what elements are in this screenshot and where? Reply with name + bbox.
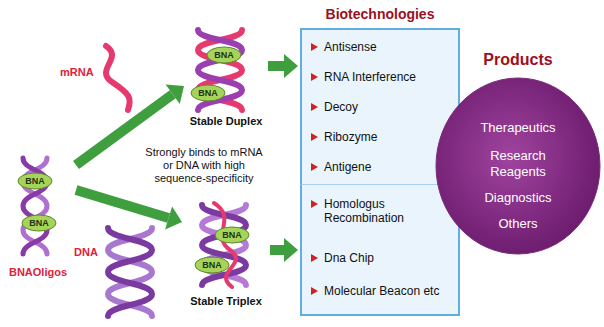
- mrna-strand: [106, 46, 130, 110]
- bna-oval-shape: [195, 257, 229, 273]
- bullet-triangle: [311, 133, 318, 141]
- bullet-triangle: [311, 287, 318, 295]
- block-arrow: [268, 54, 298, 78]
- bna-label: BNA: [17, 172, 53, 190]
- arrow-shaft: [270, 245, 284, 255]
- bna-oval-shape: [18, 173, 52, 189]
- arrow-shaft: [268, 61, 284, 71]
- oligo-strand: [23, 158, 47, 254]
- dna-strand: [108, 228, 152, 316]
- bna-label: BNA: [194, 256, 230, 274]
- triplex-third-strand: [214, 203, 236, 287]
- bna-oval: BNA: [190, 84, 226, 102]
- item-text: Others: [458, 216, 578, 232]
- list-item: Dna Chip: [324, 251, 454, 265]
- list-item: Decoy: [324, 100, 454, 114]
- list-item: Molecular Beacon etc: [324, 284, 454, 298]
- heading: Products: [434, 50, 602, 69]
- bullet-triangle: [311, 103, 318, 111]
- list-item: Antisense: [324, 40, 454, 54]
- products-ellipse-fill: [436, 78, 600, 254]
- bna-oval-shape: [207, 47, 241, 63]
- list-item: Ribozyme: [324, 130, 454, 144]
- biotech-panel: BiotechnologiesAntisenseRNA Interference…: [300, 4, 460, 316]
- arrow-head: [284, 54, 298, 78]
- triplex-figure: Stable Triplex BNA BNA: [184, 200, 268, 310]
- bullet-triangle: [311, 200, 318, 208]
- arrow-head: [166, 85, 184, 104]
- bna-label: BNA: [214, 226, 250, 244]
- heading: Stable Triplex: [184, 295, 268, 308]
- strand-label: mRNA: [60, 66, 104, 79]
- bna-oval: BNA: [214, 226, 250, 244]
- products-ellipse: ProductsTherapeuticsResearch ReagentsDia…: [434, 50, 602, 256]
- bna-oval: BNA: [21, 214, 57, 232]
- list-item: RNA Interference: [324, 70, 454, 84]
- bullet-triangle: [311, 254, 318, 262]
- bna-oval: BNA: [206, 46, 242, 64]
- biotech-upper-band: AntisenseRNA InterferenceDecoyRibozymeAn…: [300, 28, 460, 184]
- heading: Biotechnologies: [300, 6, 460, 23]
- arrow-head: [284, 238, 298, 262]
- heading: Stable Duplex: [186, 115, 266, 128]
- bna-label: BNA: [206, 46, 242, 64]
- bna-oval: BNA: [17, 172, 53, 190]
- bullet-triangle: [311, 43, 318, 51]
- list-item: Antigene: [324, 160, 454, 174]
- heading: BNAOligos: [4, 266, 72, 279]
- oligo-figure: BNAOligos BNA BNA: [4, 150, 72, 282]
- arrow-shaft: [75, 185, 170, 223]
- bna-oval: BNA: [194, 256, 230, 274]
- bna-oval-shape: [191, 85, 225, 101]
- arrow-head: [165, 207, 182, 230]
- strand-label: DNA: [74, 246, 104, 259]
- block-arrow: [270, 238, 298, 262]
- bna-oval-shape: [22, 215, 56, 231]
- item-text: Research Reagents: [478, 148, 558, 179]
- bna-oval-shape: [215, 227, 249, 243]
- list-item: Homologus Recombination: [324, 197, 454, 226]
- bna-label: BNA: [21, 214, 57, 232]
- item-text: Diagnostics: [458, 190, 578, 206]
- dna-strand: [108, 228, 152, 316]
- item-text: Therapeutics: [458, 120, 578, 136]
- oligo-strand: [23, 158, 47, 254]
- duplex-figure: Stable Duplex BNA BNA: [186, 24, 266, 130]
- bna-label: BNA: [190, 84, 226, 102]
- biotech-lower-band: Homologus RecombinationDna ChipMolecular…: [300, 184, 460, 316]
- bullet-triangle: [311, 163, 318, 171]
- binding-note: Strongly binds to mRNA or DNA with high …: [142, 146, 266, 186]
- block-arrow: [75, 185, 182, 229]
- bullet-triangle: [311, 73, 318, 81]
